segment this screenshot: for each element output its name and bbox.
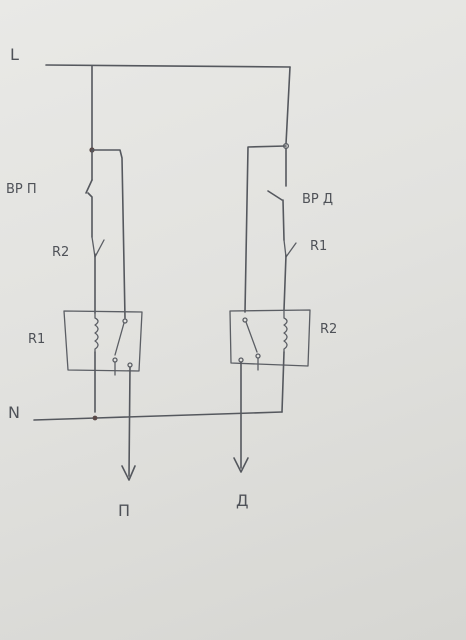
relay-left-label: R1 xyxy=(28,332,45,347)
relay-left-contact-blade xyxy=(114,322,125,356)
neutral-label: N xyxy=(8,403,20,422)
switch-right-label: ВР Д xyxy=(302,192,333,207)
relay-left-box xyxy=(63,310,143,372)
relay-right-box xyxy=(229,309,311,367)
right-feed-wire xyxy=(285,66,291,145)
output-right-label: Д xyxy=(236,491,249,510)
relay-right-contact-top-terminal xyxy=(242,317,248,323)
left-bypass-wire xyxy=(91,149,126,319)
right-r1-lower-wire xyxy=(283,254,287,311)
neutral-bus xyxy=(33,411,283,421)
left-switch-blade xyxy=(85,179,93,194)
relay-left-contact-top-terminal xyxy=(122,318,128,324)
right-bypass-wire xyxy=(244,145,287,313)
relay-left-neutral-dot xyxy=(92,415,98,421)
output-left-label: П xyxy=(118,501,130,520)
relay-right-coil xyxy=(283,309,288,353)
right-switch-blade xyxy=(267,190,283,201)
right-output-arrow xyxy=(233,457,249,473)
left-output-arrow xyxy=(121,465,136,481)
left-output-wire xyxy=(128,366,131,477)
relay-right-coil-to-neutral xyxy=(281,351,285,413)
left-r2-contact xyxy=(91,236,105,258)
line-bus xyxy=(45,64,291,68)
contact-r2-left-label: R2 xyxy=(52,245,69,260)
relay-right-label: R2 xyxy=(320,322,337,337)
relay-right-contact-blade xyxy=(245,321,258,353)
contact-r1-right-label: R1 xyxy=(310,239,327,254)
left-switch-bottom-wire xyxy=(87,192,93,238)
switch-left-label: ВР П xyxy=(6,182,37,197)
relay-left-coil xyxy=(94,312,99,353)
line-label: L xyxy=(10,45,19,64)
right-switch-bottom-wire xyxy=(282,199,285,241)
